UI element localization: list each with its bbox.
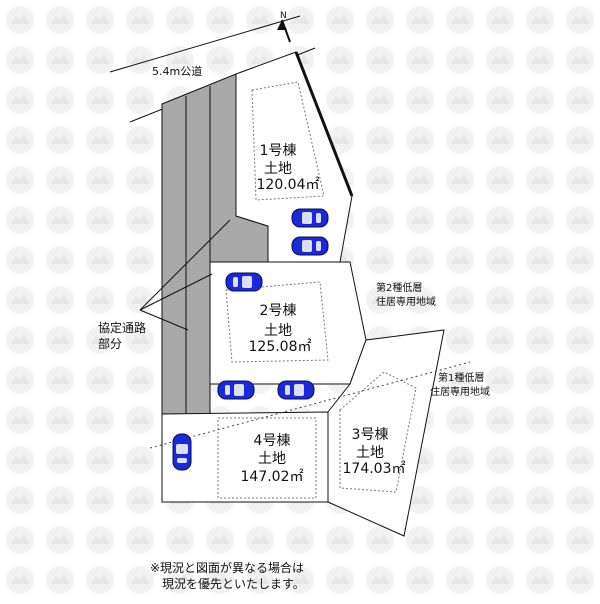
car-icon	[277, 380, 315, 400]
lot-2-title: 2号棟	[259, 303, 297, 319]
car-icon	[217, 380, 255, 400]
zone-type1-line2: 住居専用地域	[430, 387, 490, 398]
car-icon	[172, 433, 192, 471]
pointer-line-3	[139, 309, 189, 331]
lot-1-title: 1号棟	[259, 143, 297, 159]
road-edge-upper	[109, 15, 301, 73]
car-icon	[225, 272, 263, 292]
car-icon	[291, 208, 329, 228]
lot-1-building-footprint	[251, 81, 325, 201]
lot-1-thick-edge	[294, 51, 354, 197]
lot-3-type: 土地	[356, 445, 384, 461]
lot-2-type: 土地	[264, 323, 292, 339]
note-line2: 現況を優先といたします。	[162, 577, 305, 591]
pointer-line-1	[139, 219, 231, 311]
car-icon	[291, 236, 329, 256]
road-label: 5.4m公道	[152, 65, 203, 78]
lot-4-area: 147.02㎡	[240, 469, 304, 485]
north-label: N	[280, 11, 287, 21]
lot-2-area: 125.08㎡	[248, 339, 312, 355]
lot-4-type: 土地	[258, 451, 286, 467]
north-arrow-head	[277, 20, 287, 30]
zone-type1-line1: 第1種低層	[438, 373, 485, 384]
note-line1: ※現況と図面が異なる場合は	[150, 561, 305, 575]
lot-3-title: 3号棟	[351, 427, 389, 443]
zoning-boundary-line	[149, 361, 471, 449]
lot-1-type: 土地	[264, 161, 292, 177]
lot-3-area: 174.03㎡	[342, 461, 406, 477]
lot-4-title: 4号棟	[253, 433, 291, 449]
zone-type2-line1: 第2種低層	[376, 283, 423, 294]
lot-4-boundary	[161, 411, 329, 503]
pointer-line-2	[139, 273, 213, 311]
lot-1-area: 120.04㎡	[256, 177, 320, 193]
lot-4-building-footprint	[217, 417, 317, 499]
shared-path-label-line2: 部分	[98, 337, 123, 351]
zone-type2-line2: 住居専用地域	[376, 297, 436, 308]
lot-2-building-footprint	[225, 281, 329, 363]
lot-3-building-footprint	[339, 371, 417, 493]
shared-path-label-line1: 協定通路	[98, 321, 147, 335]
